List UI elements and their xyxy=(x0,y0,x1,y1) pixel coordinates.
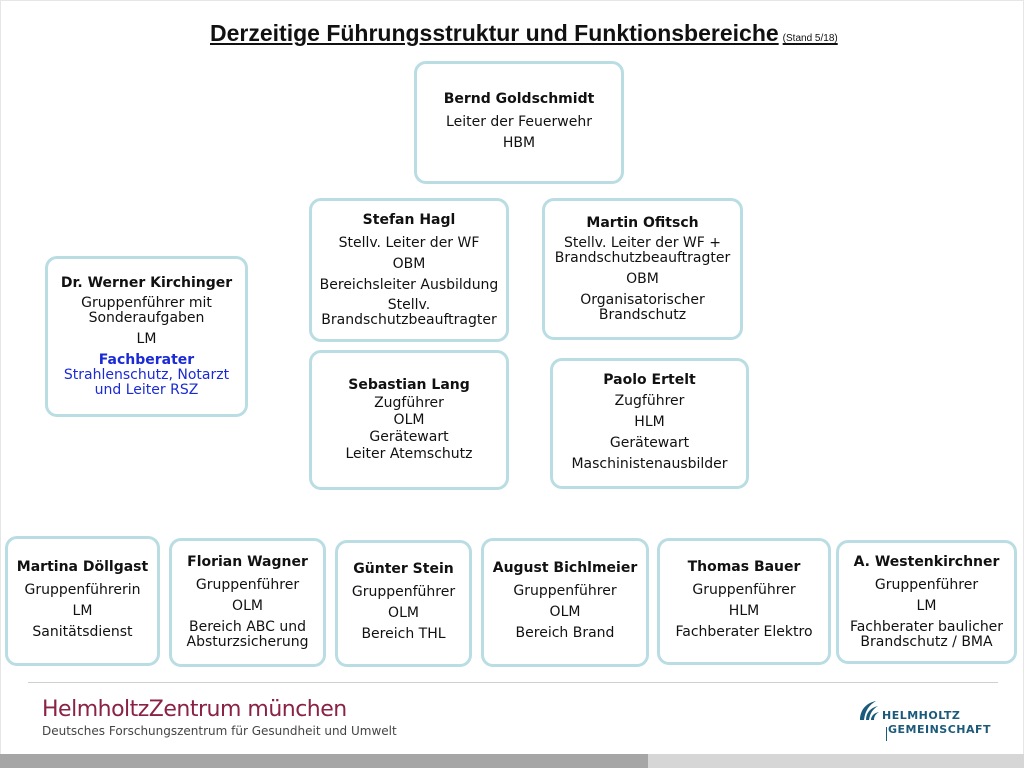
node-line: Brandschutzbeauftragter xyxy=(554,249,731,266)
node-line: Absturzsicherung xyxy=(186,634,309,650)
node-line: Stellv. Leiter der WF xyxy=(338,234,480,251)
node-line: Gerätewart xyxy=(369,428,449,445)
node-line: Strahlenschutz, Notarzt xyxy=(63,366,230,383)
node-name: Martin Ofitsch xyxy=(586,214,699,231)
node-line: OBM xyxy=(626,270,659,287)
helmholtz-logo-text: HELMHOLTZ GEMEINSCHAFT xyxy=(882,709,991,737)
node-ofitsch: Martin Ofitsch Stellv. Leiter der WF + B… xyxy=(542,198,743,340)
node-line: LM xyxy=(72,602,93,619)
node-line: Gruppenführer xyxy=(874,576,979,593)
node-wagner: Florian Wagner Gruppenführer OLM Bereich… xyxy=(169,538,326,667)
node-line: HLM xyxy=(728,603,760,619)
node-line: Zugführer xyxy=(374,394,444,411)
node-name: Günter Stein xyxy=(353,561,454,577)
node-line: OLM xyxy=(388,605,419,621)
node-line: Maschinistenausbilder xyxy=(571,455,728,472)
page-title: Derzeitige Führungsstruktur und Funktion… xyxy=(210,20,838,47)
node-name: Dr. Werner Kirchinger xyxy=(60,274,233,291)
node-name: August Bichlmeier xyxy=(492,560,638,576)
node-line: OLM xyxy=(549,604,581,620)
node-line: OLM xyxy=(232,598,263,614)
footer-divider xyxy=(28,682,998,683)
node-lang: Sebastian Lang Zugführer OLM Gerätewart … xyxy=(309,350,509,490)
fachberater-label: Fachberater xyxy=(98,351,195,368)
node-name: Stefan Hagl xyxy=(362,211,456,228)
node-line: Brandschutz xyxy=(598,306,687,323)
node-line: Gruppenführerin xyxy=(24,581,141,598)
node-line: OLM xyxy=(393,411,425,428)
node-line: Fachberater Elektro xyxy=(675,624,813,640)
node-line: Gruppenführer mit xyxy=(81,294,212,311)
title-stand: (Stand 5/18) xyxy=(782,33,838,44)
node-line: LM xyxy=(136,330,157,347)
node-line: Brandschutz / BMA xyxy=(860,633,993,650)
node-line: Zugführer xyxy=(614,392,685,409)
logo-line-2: GEMEINSCHAFT xyxy=(888,723,992,736)
node-line: HBM xyxy=(502,134,536,151)
node-westenkirchner: A. Westenkirchner Gruppenführer LM Fachb… xyxy=(836,540,1017,664)
node-line: Leiter der Feuerwehr xyxy=(446,113,592,130)
bottom-bar-right xyxy=(648,754,1024,768)
node-line: Sonderaufgaben xyxy=(88,309,205,326)
org-name: HelmholtzZentrum münchen xyxy=(42,697,347,722)
node-line: Bereichsleiter Ausbildung xyxy=(319,276,499,293)
node-name: Sebastian Lang xyxy=(348,376,470,393)
node-line: Leiter Atemschutz xyxy=(345,445,473,462)
node-line: Bereich THL xyxy=(361,626,446,642)
org-subtitle: Deutsches Forschungszentrum für Gesundhe… xyxy=(42,724,397,738)
node-line: Gruppenführer xyxy=(692,582,796,598)
node-line: Gruppenführer xyxy=(513,583,617,599)
node-line: Gerätewart xyxy=(609,434,690,451)
node-bichlmeier: August Bichlmeier Gruppenführer OLM Bere… xyxy=(481,538,649,667)
node-stein: Günter Stein Gruppenführer OLM Bereich T… xyxy=(335,540,472,667)
bottom-bar-left xyxy=(0,754,648,768)
logo-bar xyxy=(886,727,887,741)
node-line: Stellv. xyxy=(387,296,431,313)
node-bauer: Thomas Bauer Gruppenführer HLM Fachberat… xyxy=(657,538,831,665)
node-line: Gruppenführer xyxy=(195,577,300,593)
node-name: A. Westenkirchner xyxy=(853,553,1000,570)
title-main: Derzeitige Führungsstruktur und Funktion… xyxy=(210,20,779,46)
node-kirchinger: Dr. Werner Kirchinger Gruppenführer mit … xyxy=(45,256,248,417)
node-goldschmidt: Bernd Goldschmidt Leiter der Feuerwehr H… xyxy=(414,61,624,184)
node-name: Thomas Bauer xyxy=(687,559,801,575)
node-line: Fachberater baulicher xyxy=(849,618,1004,635)
node-line: HLM xyxy=(634,413,665,430)
node-line: Bereich ABC und xyxy=(189,619,306,635)
node-hagl: Stefan Hagl Stellv. Leiter der WF OBM Be… xyxy=(309,198,509,342)
node-line: OBM xyxy=(392,255,426,272)
node-line: LM xyxy=(916,597,937,614)
node-line: Stellv. Leiter der WF + xyxy=(563,234,721,251)
node-name: Florian Wagner xyxy=(187,554,308,570)
logo-line-1: HELMHOLTZ xyxy=(882,709,961,722)
node-line: Brandschutzbeauftragter xyxy=(321,311,497,328)
node-line: Bereich Brand xyxy=(515,625,615,641)
node-line: Gruppenführer xyxy=(351,584,456,600)
node-name: Paolo Ertelt xyxy=(603,371,696,388)
node-name: Martina Döllgast xyxy=(16,558,149,575)
node-doellgast: Martina Döllgast Gruppenführerin LM Sani… xyxy=(5,536,160,666)
node-ertelt: Paolo Ertelt Zugführer HLM Gerätewart Ma… xyxy=(550,358,749,489)
helmholtz-logo-icon xyxy=(860,701,879,720)
node-line: Organisatorischer xyxy=(580,291,705,308)
node-name: Bernd Goldschmidt xyxy=(443,90,595,107)
node-line: Sanitätsdienst xyxy=(32,623,133,640)
node-line: und Leiter RSZ xyxy=(94,381,199,398)
